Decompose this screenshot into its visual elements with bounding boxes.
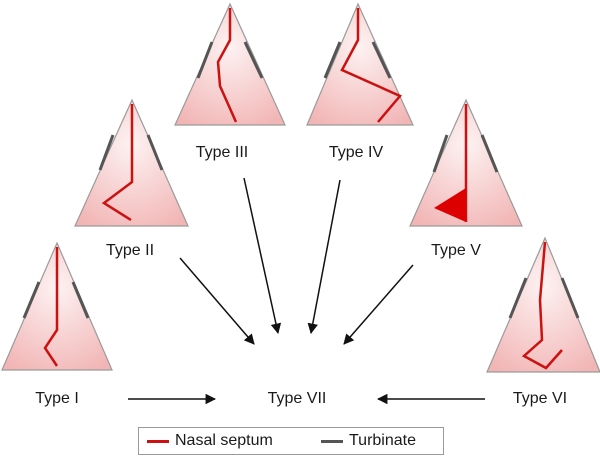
type-7-label: Type VII (268, 390, 327, 407)
arrow-type-2-to-7 (179, 257, 255, 345)
type-5-diagram (409, 98, 523, 227)
turbinate-swatch-icon (321, 439, 343, 443)
type-1-label: Type I (35, 390, 79, 407)
type-2-diagram (74, 98, 189, 227)
type-3-diagram (174, 2, 286, 126)
type-3-label: Type III (196, 144, 248, 161)
type-4-label: Type IV (329, 144, 384, 161)
legend-turbinate-label: Turbinate (349, 432, 416, 449)
legend-septum-label: Nasal septum (175, 432, 273, 449)
type-1-diagram (1, 241, 113, 371)
arrow-type-4-to-7 (307, 179, 341, 335)
legend: Nasal septum Turbinate (138, 427, 444, 455)
legend-item-turbinate: Turbinate (321, 432, 416, 450)
septum-swatch-icon (147, 439, 169, 443)
type-6-diagram (486, 236, 600, 373)
type-5-label: Type V (431, 242, 481, 259)
arrow-type-3-to-7 (243, 177, 282, 335)
arrow-type-5-to-7 (343, 264, 414, 345)
type-6-label: Type VI (513, 390, 567, 407)
type-2-label: Type II (106, 242, 154, 259)
type-4-diagram (306, 2, 414, 126)
legend-item-septum: Nasal septum (147, 432, 273, 450)
